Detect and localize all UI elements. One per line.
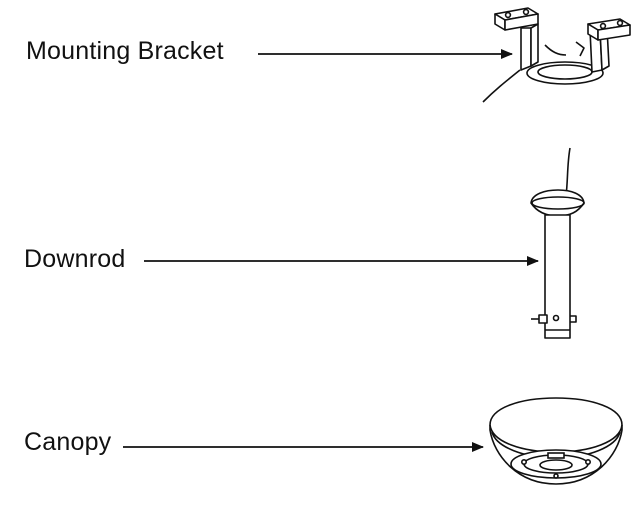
canopy-icon xyxy=(489,397,623,485)
mounting-bracket-label: Mounting Bracket xyxy=(26,37,224,65)
canopy-label: Canopy xyxy=(24,428,112,456)
mounting-bracket-icon xyxy=(482,7,631,103)
downrod-icon xyxy=(530,147,585,339)
downrod-label: Downrod xyxy=(24,245,126,273)
